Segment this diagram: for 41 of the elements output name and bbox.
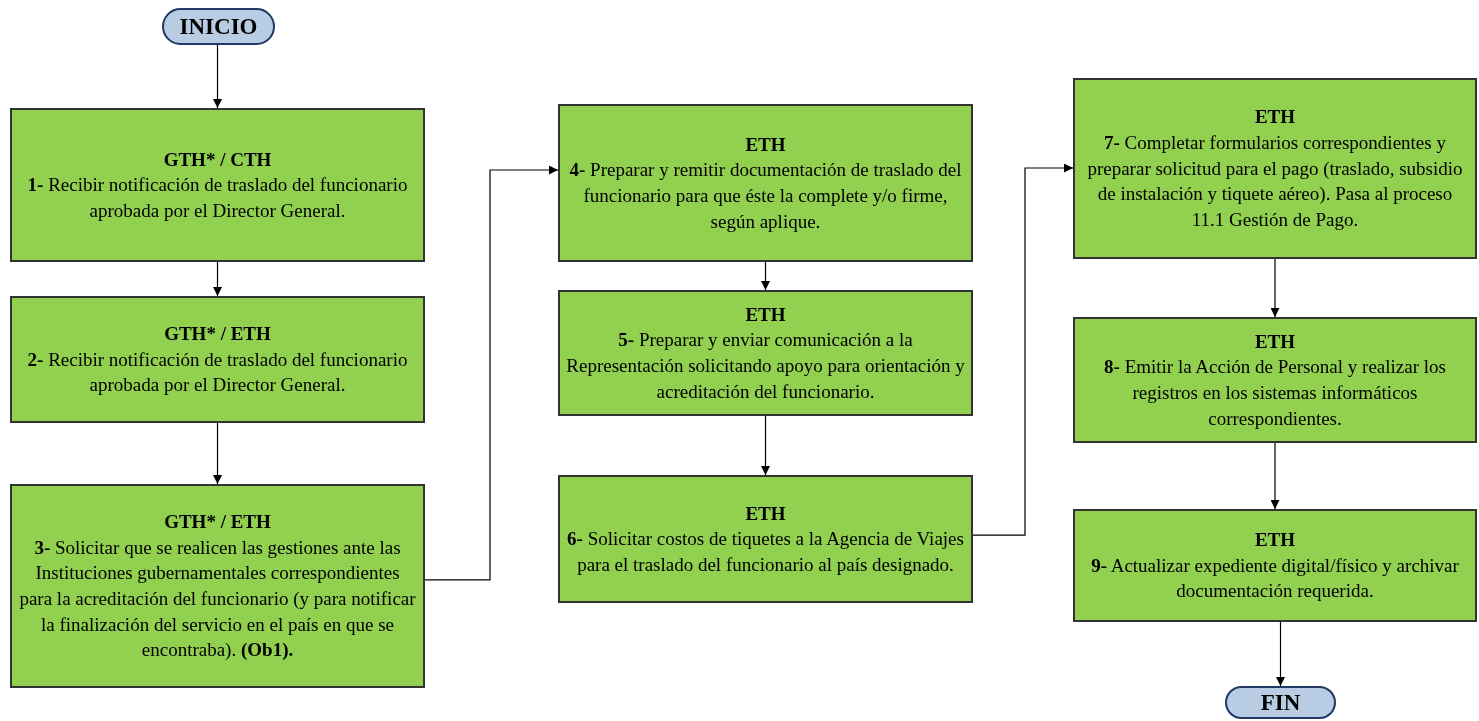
arrow [213,422,222,485]
role-heading: ETH [1254,329,1296,354]
role-heading: ETH [1254,105,1296,130]
role-heading: ETH [1254,528,1296,553]
process-box [10,108,425,262]
terminal-label: FIN [1260,689,1301,716]
process-box [10,296,425,423]
process-box [1073,78,1477,259]
process-box [558,290,973,416]
step-text: 4- Preparar y remitir documentación de traslado del funcionario para que éste la complete y/o firme, según aplique. [568,158,963,234]
step-text: 8- Emitir la Acción de Personal y realizar los registros en los sistemas informáticos correspondientes. [1103,355,1447,431]
process-box [558,475,973,603]
process-box [1073,509,1477,622]
arrow [1270,258,1280,318]
step-text: 1- Recibir notificación de traslado del funcionario aprobada por el Director General. [26,173,409,223]
role-heading: GTH* / ETH [164,322,271,347]
role-heading: GTH* / ETH [164,510,271,535]
role-heading: ETH [745,132,786,157]
arrow [1276,621,1285,687]
terminal-pill [162,8,275,45]
arrow [761,415,770,476]
step-text: 3- Solicitar que se realicen las gestiones ante las Instituciones gubernamentales correspondientes para la acreditación del funcionario (y para notificar la finalización del servicio en el país en que se encontraba). (Ob1). [18,535,417,663]
step-text: 9- Actualizar expediente digital/físico y archivar documentación requerida. [1090,553,1460,604]
step-text: 7- Completar formularios correspondientes y preparar solicitud para el pago (traslado, subsidio de instalación y tiquete aéreo). Pasa al proceso 11.1 Gestión de Pago. [1086,131,1464,232]
arrow [761,261,770,291]
step-text: 2- Recibir notificación de traslado del funcionario aprobada por el Director General. [26,347,409,398]
role-heading: ETH [745,501,786,526]
terminal-label: INICIO [179,13,258,40]
step-text: 6- Solicitar costos de tiquetes a la Agencia de Viajes para el traslado del funcionario al país designado. [566,527,965,577]
arrow [972,163,1074,536]
step-text: 5- Preparar y enviar comunicación a la Representación solicitando apoyo para orientación y acreditación del funcionario. [566,328,965,404]
role-heading: GTH* / CTH [163,147,272,172]
role-heading: ETH [745,302,786,327]
process-box [558,104,973,262]
arrow [424,165,559,581]
terminal-pill [1225,686,1336,719]
process-box [1073,317,1477,443]
process-box [10,484,425,688]
arrow [213,44,222,109]
arrow [213,261,222,297]
arrow [1270,442,1280,510]
